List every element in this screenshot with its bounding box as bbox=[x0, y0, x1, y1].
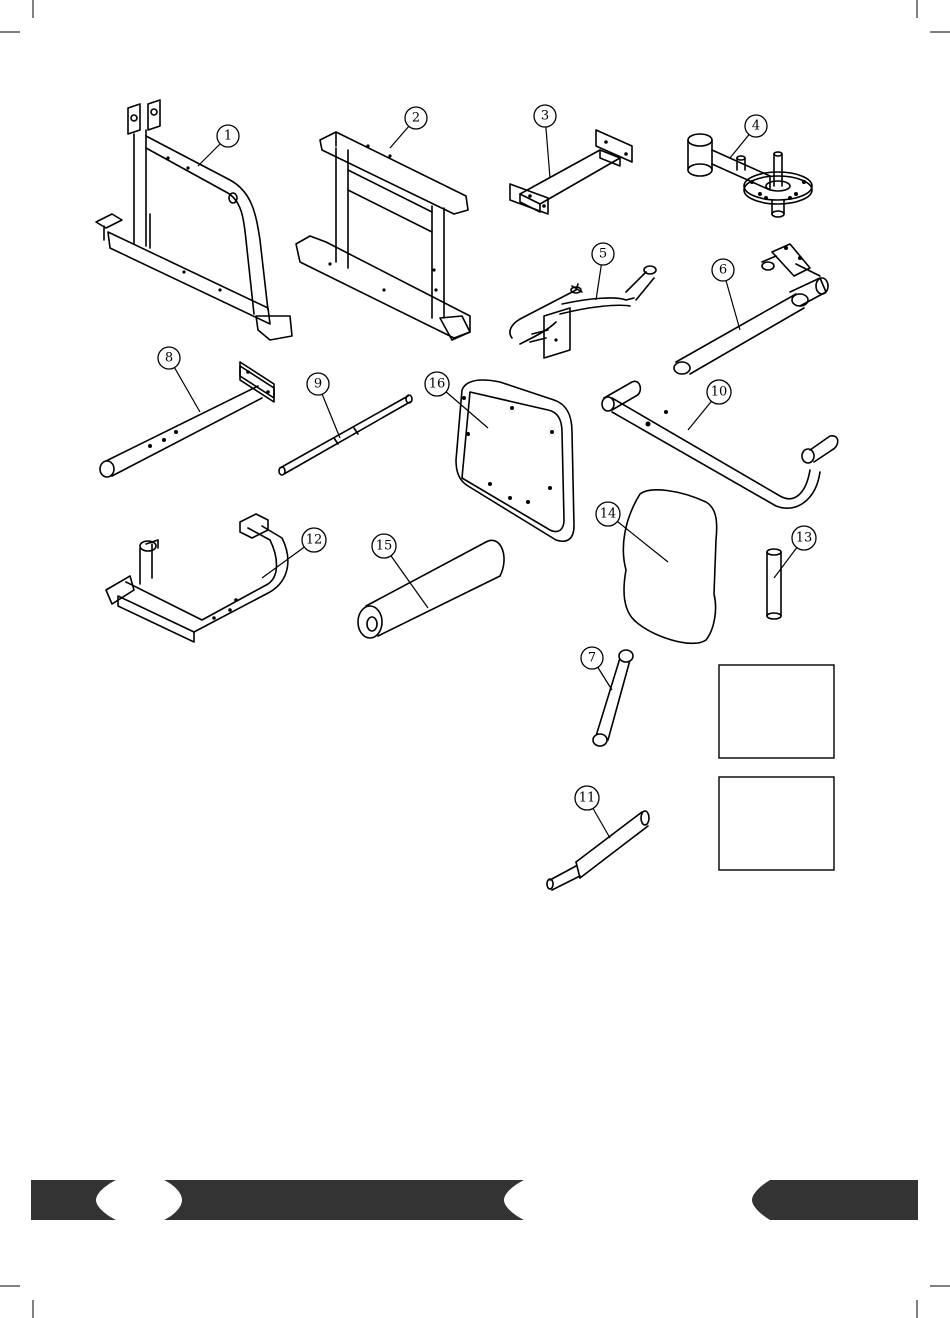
footer-tab-left bbox=[96, 1180, 182, 1220]
callout-8: 8 bbox=[158, 347, 200, 412]
footer-bar bbox=[31, 1180, 918, 1220]
callout-5-label: 5 bbox=[599, 247, 607, 262]
callout-1-label: 1 bbox=[224, 129, 232, 144]
callout-13-label: 13 bbox=[796, 531, 813, 546]
callout-14-label: 14 bbox=[600, 507, 617, 522]
callout-9-label: 9 bbox=[314, 377, 322, 392]
part-9-bar bbox=[279, 395, 412, 475]
callout-2: 2 bbox=[390, 107, 427, 148]
callout-4-label: 4 bbox=[752, 119, 760, 134]
callout-1: 1 bbox=[198, 125, 239, 166]
callout-16-label: 16 bbox=[429, 377, 446, 392]
part-6-arm-tube bbox=[674, 244, 828, 374]
part-4-resistance-hub bbox=[688, 134, 812, 217]
callout-9: 9 bbox=[307, 373, 340, 438]
callout-3-label: 3 bbox=[541, 109, 549, 124]
callout-3: 3 bbox=[534, 105, 556, 178]
callout-6: 6 bbox=[712, 259, 740, 330]
callout-12-label: 12 bbox=[306, 533, 323, 548]
footer-tab-middle bbox=[504, 1180, 770, 1220]
part-16-backrest bbox=[456, 380, 574, 541]
callout-8-label: 8 bbox=[165, 351, 173, 366]
callout-7-label: 7 bbox=[588, 651, 596, 666]
callout-10: 10 bbox=[688, 380, 731, 430]
part-11-axle-rod bbox=[547, 811, 649, 890]
callout-4: 4 bbox=[730, 115, 767, 158]
callout-11: 11 bbox=[575, 786, 610, 838]
callout-15-label: 15 bbox=[376, 539, 393, 554]
callout-5: 5 bbox=[592, 243, 614, 300]
part-1-side-frame bbox=[96, 100, 292, 340]
callout-10-label: 10 bbox=[711, 385, 728, 400]
empty-box-lower bbox=[719, 777, 834, 870]
callout-15: 15 bbox=[372, 534, 428, 608]
callout-12: 12 bbox=[262, 528, 326, 578]
callout-7: 7 bbox=[581, 647, 612, 690]
part-13-spacer-tube bbox=[767, 549, 781, 619]
part-3-crossbar bbox=[510, 130, 632, 214]
part-8-tube-with-plate bbox=[100, 362, 274, 477]
part-2-side-frame bbox=[296, 132, 470, 340]
part-14-seat-pad bbox=[623, 490, 716, 644]
part-12-base-frame bbox=[106, 514, 288, 642]
callout-2-label: 2 bbox=[412, 111, 420, 126]
empty-box-upper bbox=[719, 665, 834, 758]
callout-6-label: 6 bbox=[719, 263, 727, 278]
part-5-handle bbox=[510, 266, 656, 358]
callout-11-label: 11 bbox=[579, 791, 596, 806]
